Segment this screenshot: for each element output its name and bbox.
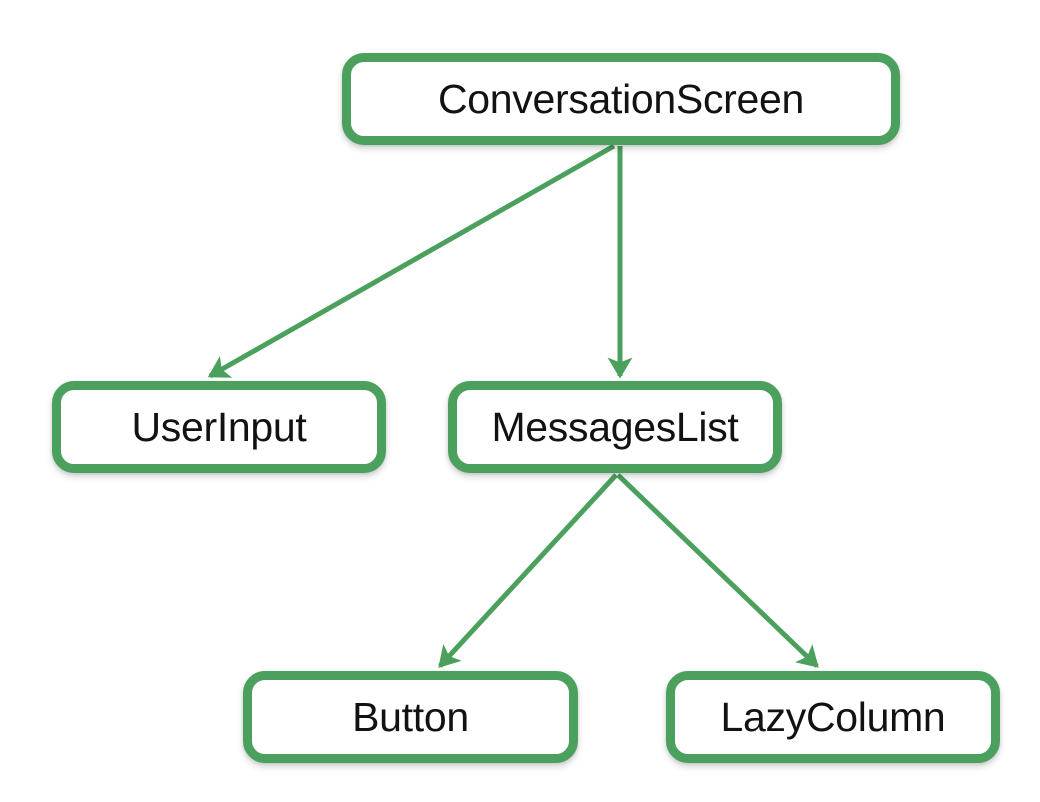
node-label-conversation-screen: ConversationScreen — [437, 75, 805, 122]
edge-conversation-to-userinput — [207, 143, 616, 379]
node-lazy-column[interactable]: LazyColumn — [666, 671, 1000, 763]
node-conversation-screen[interactable]: ConversationScreen — [342, 53, 900, 145]
node-user-input[interactable]: UserInput — [52, 381, 386, 473]
node-label-messages-list: MessagesList — [491, 403, 739, 450]
node-label-lazy-column: LazyColumn — [720, 693, 946, 740]
node-messages-list[interactable]: MessagesList — [448, 381, 782, 473]
node-label-user-input: UserInput — [131, 403, 307, 450]
node-button[interactable]: Button — [243, 671, 578, 763]
edge-messageslist-to-button — [438, 473, 618, 668]
node-label-button: Button — [352, 693, 469, 740]
edge-messageslist-to-lazycolumn — [616, 473, 819, 668]
